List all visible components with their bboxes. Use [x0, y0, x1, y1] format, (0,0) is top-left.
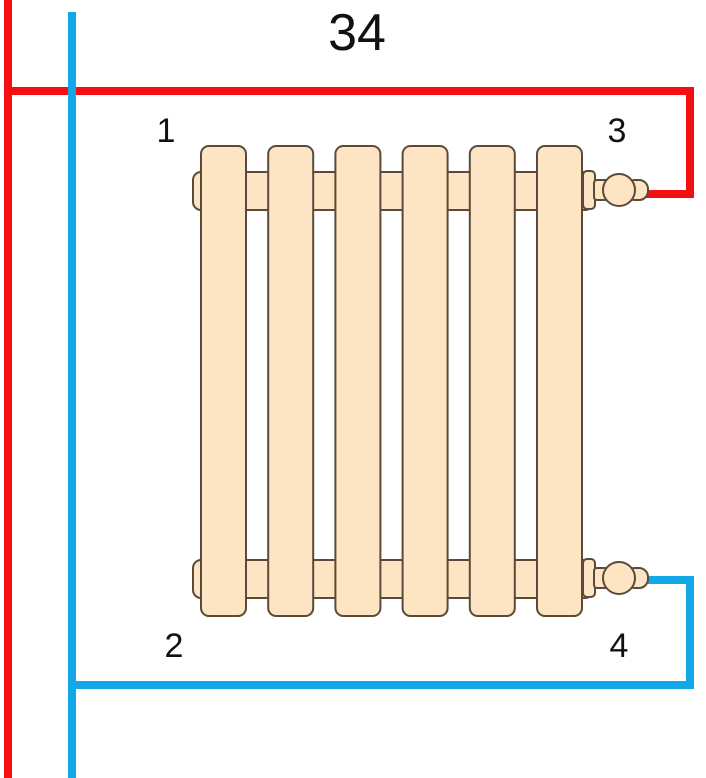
- radiator-section: [401, 145, 449, 617]
- radiator-section: [468, 145, 516, 617]
- point-label-3: 3: [608, 112, 627, 150]
- radiator-section: [267, 145, 315, 617]
- diagram-title: 34: [328, 4, 386, 62]
- top-manifold: [192, 171, 594, 211]
- radiator-section: [536, 145, 583, 617]
- point-label-2: 2: [165, 627, 184, 665]
- point-label-4: 4: [610, 627, 629, 665]
- radiator: [192, 145, 649, 617]
- supply-pipe: [4, 0, 694, 778]
- top-valve: [582, 170, 649, 210]
- return-pipe: [68, 12, 694, 778]
- bottom-valve: [582, 558, 649, 598]
- radiator-section: [200, 145, 247, 617]
- radiator-section: [334, 145, 382, 617]
- point-label-1: 1: [157, 112, 176, 150]
- bottom-manifold: [192, 559, 594, 599]
